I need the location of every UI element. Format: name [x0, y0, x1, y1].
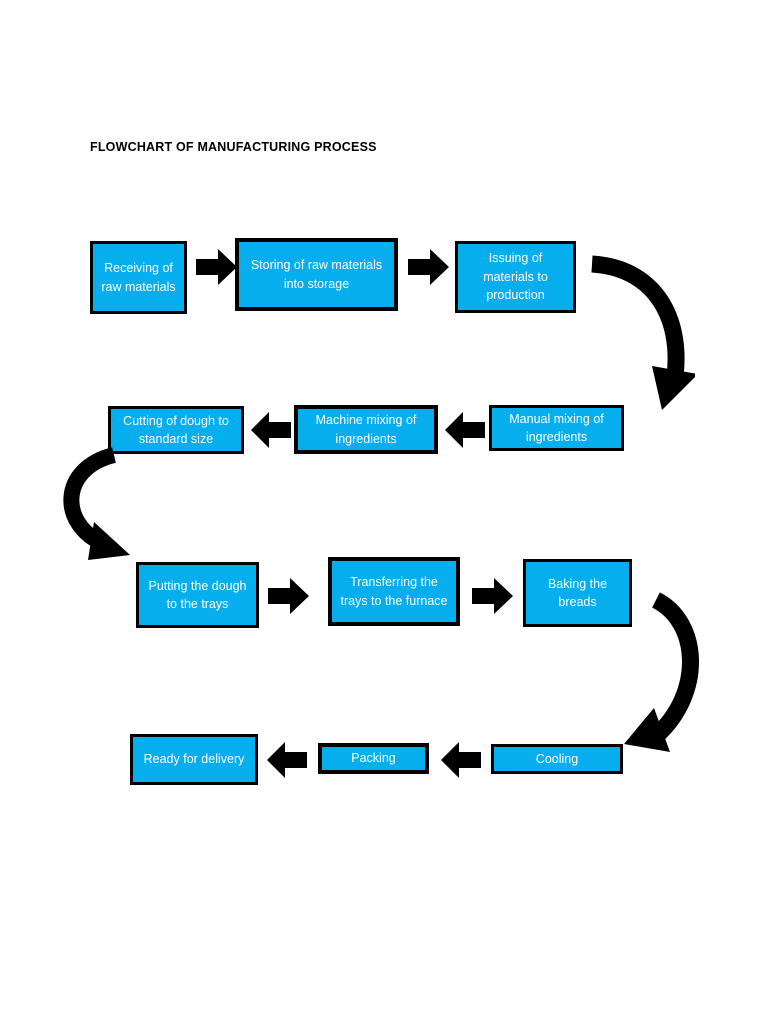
arrow-packing-to-ready — [266, 740, 308, 780]
node-putting-the-dough-to-the-trays[interactable]: Putting the dough to the trays — [136, 562, 259, 628]
arrow-cooling-to-packing — [440, 740, 482, 780]
node-manual-mixing-of-ingredients[interactable]: Manual mixing of ingredients — [489, 405, 624, 451]
node-cooling[interactable]: Cooling — [491, 744, 623, 774]
node-ready-for-delivery[interactable]: Ready for delivery — [130, 734, 258, 785]
arrow-manual-to-machine-mixing — [444, 410, 486, 450]
node-issuing-of-materials-to-production[interactable]: Issuing of materials to production — [455, 241, 576, 313]
curve-cutting-to-putting-dough — [52, 440, 177, 575]
arrow-storing-to-issuing — [408, 247, 450, 287]
node-receiving-of-raw-materials[interactable]: Receiving of raw materials — [90, 241, 187, 314]
node-baking-the-breads[interactable]: Baking the breads — [523, 559, 632, 627]
arrow-transferring-to-baking — [472, 576, 514, 616]
curve-issuing-to-manual-mixing — [570, 248, 695, 423]
node-machine-mixing-of-ingredients[interactable]: Machine mixing of ingredients — [294, 405, 438, 454]
curve-baking-to-cooling — [608, 588, 718, 768]
arrow-machine-mixing-to-cutting — [250, 410, 292, 450]
node-packing[interactable]: Packing — [318, 743, 429, 774]
page-title: FLOWCHART OF MANUFACTURING PROCESS — [90, 140, 377, 154]
node-transferring-the-trays-to-the-furnace[interactable]: Transferring the trays to the furnace — [328, 557, 460, 626]
node-cutting-of-dough-to-standard-size[interactable]: Cutting of dough to standard size — [108, 406, 244, 454]
arrow-putting-to-transferring — [268, 576, 310, 616]
node-storing-of-raw-materials-into-storage[interactable]: Storing of raw materials into storage — [235, 238, 398, 311]
arrow-receiving-to-storing — [196, 247, 238, 287]
